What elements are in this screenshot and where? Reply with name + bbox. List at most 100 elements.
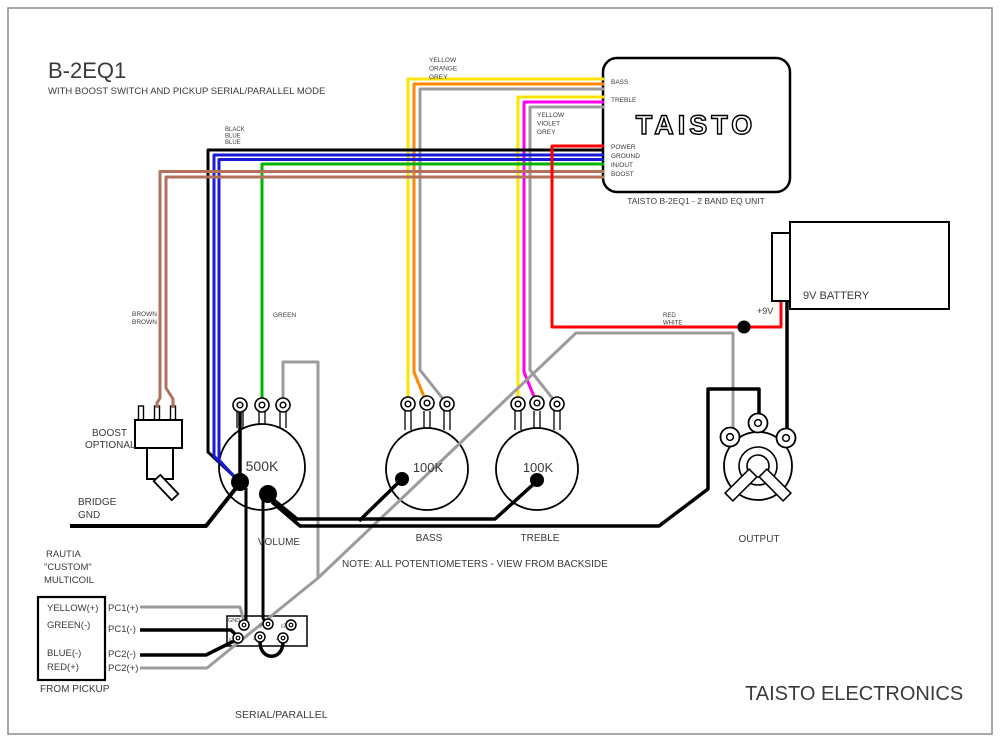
wire-brown-1 — [155, 170, 604, 408]
wire-ground-bus-2 — [270, 387, 761, 528]
eq-unit — [601, 56, 792, 194]
wire-label-green: GREEN — [273, 312, 296, 319]
wire-label-treble-grey: GREY — [537, 129, 556, 136]
pickup-heading-2: "CUSTOM" — [44, 562, 92, 573]
wire-brown-2 — [164, 175, 604, 408]
switch-lug-hole — [241, 622, 247, 628]
wire-label-treble-yellow: YELLOW — [537, 112, 565, 119]
serial-parallel-label: SERIAL/PARALLEL — [235, 709, 328, 721]
output-ear-hole — [725, 432, 735, 442]
bridge-label-2: GND — [78, 510, 100, 521]
eq-terminal-power: POWER — [611, 144, 636, 151]
output-label: OUTPUT — [738, 534, 779, 545]
boost-label-1: BOOST — [92, 428, 127, 439]
lug-hole — [236, 401, 244, 409]
boost-switch-prong — [137, 405, 145, 422]
bass-value: 100K — [413, 460, 444, 475]
volume-value: 500K — [246, 458, 279, 474]
pickup-box — [36, 595, 107, 682]
boost-bridge-labels: BOOST OPTIONAL BRIDGE GND — [78, 428, 136, 521]
volume-label: VOLUME — [258, 537, 301, 548]
lug-hole — [553, 400, 561, 408]
page-border — [7, 7, 993, 735]
volume-pot-lugs — [232, 397, 291, 413]
treble-label: TREBLE — [521, 533, 560, 544]
lug-hole — [258, 401, 266, 409]
wire-label-blue-2: BLUE — [225, 140, 241, 146]
wire-pc1-minus — [140, 628, 239, 638]
pc2-plus-label: PC2(+) — [108, 663, 138, 674]
output-ear-hole — [753, 418, 763, 428]
switch-lug-label-c2: c2 — [281, 624, 287, 630]
lug-hole — [533, 399, 541, 407]
wire-label-black: BLACK — [225, 127, 245, 133]
wire-yellow-bass — [406, 77, 604, 404]
wire-violet-treble — [522, 100, 604, 405]
boost-label-2: OPTIONAL — [85, 440, 136, 451]
serial-parallel-switch-lugs — [232, 618, 297, 644]
bass-label: BASS — [416, 533, 443, 544]
wire-white-to-output — [316, 331, 735, 580]
page-subtitle: WITH BOOST SWITCH AND PICKUP SERIAL/PARA… — [48, 86, 325, 97]
eq-terminal-bass: BASS — [611, 79, 629, 86]
titles: B-2EQ1 WITH BOOST SWITCH AND PICKUP SERI… — [48, 58, 963, 705]
wire-red-power — [550, 144, 783, 329]
wire-white-volume-lug — [281, 360, 320, 578]
bass-pot-body — [385, 427, 469, 511]
solder-dot-bass — [395, 472, 409, 486]
wire-ground-bus-1 — [267, 479, 539, 521]
wire-pc2-minus — [140, 638, 237, 657]
wire-bass-ground — [357, 477, 404, 523]
wire-volume-to-switch-2 — [261, 500, 268, 624]
pc1-minus-label: PC1(-) — [108, 624, 136, 635]
solder-dot-volume-1 — [231, 473, 249, 491]
pc2-minus-label: PC2(-) — [108, 649, 136, 660]
pickup-labels: RAUTIA "CUSTOM" MULTICOIL YELLOW(+) GREE… — [40, 549, 138, 695]
treble-value: 100K — [523, 460, 554, 475]
lug-hole — [423, 399, 431, 407]
wire-label-bass-grey: GREY — [429, 74, 448, 81]
lug-hole — [279, 401, 287, 409]
treble-pot-body — [495, 427, 579, 511]
switch-lug-label-3: 3 — [259, 624, 262, 630]
output-jack-prong-right — [757, 467, 793, 503]
wire-grey-pc1-plus — [140, 605, 246, 622]
switch-lug-hole — [280, 635, 286, 641]
bass-pot — [385, 411, 469, 511]
treble-pot — [495, 411, 579, 511]
wire-bridge-ground — [70, 481, 242, 528]
switch-lug-hole — [265, 621, 271, 627]
boost-switch-body — [134, 419, 183, 449]
eq-unit-box — [601, 56, 792, 194]
wire-yellow-treble — [516, 95, 604, 404]
coil-label-green: GREEN(-) — [47, 620, 90, 631]
pickup-heading-3: MULTICOIL — [44, 575, 94, 586]
switch-lug-hole — [288, 622, 294, 628]
output-jack — [723, 431, 793, 503]
boost-switch-lever — [152, 473, 180, 502]
solder-dot-battery — [737, 320, 751, 334]
wire-grey-bass — [418, 87, 604, 405]
wire-blue-2 — [217, 158, 604, 485]
wire-label-blue-1: BLUE — [225, 134, 241, 140]
page-title: B-2EQ1 — [48, 58, 126, 83]
eq-terminal-inout: IN/OUT — [611, 162, 633, 169]
bridge-label-1: BRIDGE — [78, 497, 117, 508]
switch-lug-hole — [235, 635, 241, 641]
boost-switch-stem — [146, 447, 174, 480]
pickup-caption: FROM PICKUP — [40, 684, 110, 695]
boost-switch-prong — [153, 405, 161, 422]
eq-terminal-treble: TREBLE — [611, 97, 637, 104]
wire-label-bass-orange: ORANGE — [429, 66, 458, 73]
wire-label-red: RED — [663, 313, 676, 319]
coil-label-yellow: YELLOW(+) — [47, 603, 98, 614]
solder-dot-volume-2 — [259, 485, 277, 503]
pickup-heading-1: RAUTIA — [46, 549, 82, 560]
wire-color-labels: YELLOW ORANGE GREY YELLOW VIOLET GREY BL… — [132, 57, 682, 327]
brand-text: TAISTO ELECTRONICS — [745, 683, 963, 705]
eq-terminal-ground: GROUND — [611, 153, 640, 160]
eq-terminal-boost: BOOST — [611, 171, 634, 178]
pc1-plus-label: PC1(+) — [108, 603, 138, 614]
boost-switch-prong — [169, 405, 177, 422]
